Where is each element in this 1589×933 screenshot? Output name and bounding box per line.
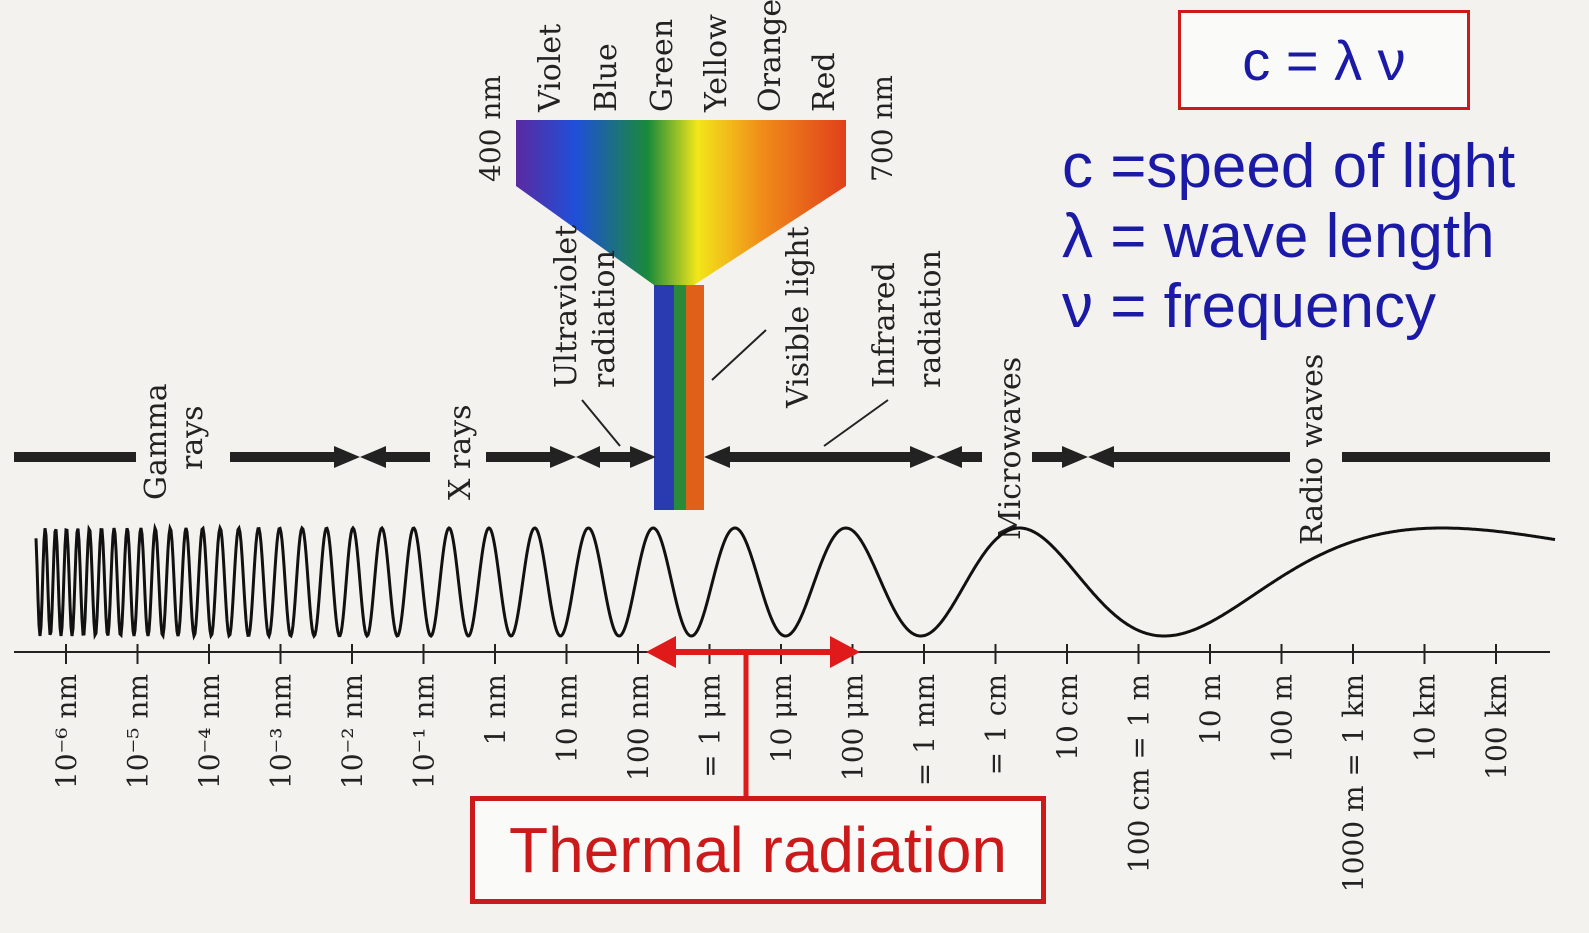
color-label: Violet xyxy=(533,24,568,113)
visible-beam-mid xyxy=(674,285,686,510)
visible-beam-right xyxy=(686,285,704,510)
scale-tick-label: 10 μm xyxy=(765,674,798,763)
bar-segment xyxy=(600,452,630,462)
arrow-head xyxy=(630,446,656,468)
scale-tick-label: = 1 cm xyxy=(980,674,1013,775)
bar-segment xyxy=(1032,452,1062,462)
formula-box: c = λ ν xyxy=(1178,10,1470,110)
visible-label: Visible light xyxy=(781,226,816,409)
wavelength-700: 700 nm xyxy=(866,75,899,182)
bar-segment xyxy=(730,452,910,462)
scale-tick-label: 10 km xyxy=(1409,674,1442,762)
bar-segment xyxy=(1342,452,1550,462)
color-label: Orange xyxy=(753,0,788,112)
uv-label-2: radiation xyxy=(587,250,622,388)
arrow-head xyxy=(360,446,386,468)
thermal-arrow-left xyxy=(646,636,676,668)
definition-c: c =speed of light xyxy=(1062,132,1516,201)
scale-tick-label: 10⁻⁶ nm xyxy=(50,674,83,789)
scale-tick-label: 10⁻⁵ nm xyxy=(122,674,155,789)
pointer-lines xyxy=(581,329,889,447)
arrow-head xyxy=(550,446,576,468)
em-wave xyxy=(34,522,1556,641)
bar-segment xyxy=(230,452,334,462)
visible-pointer xyxy=(711,329,767,381)
thermal-radiation-box: Thermal radiation xyxy=(470,796,1046,904)
arrow-head xyxy=(936,446,962,468)
scale-ticks: 10⁻⁶ nm 10⁻⁵ nm 10⁻⁴ nm 10⁻³ nm 10⁻² nm 10⁻¹ … xyxy=(50,644,1513,892)
ir-pointer xyxy=(823,399,889,447)
color-label: Yellow xyxy=(699,14,734,113)
scale-tick-label: 10⁻³ nm xyxy=(265,674,298,789)
ir-label-2: radiation xyxy=(913,250,948,388)
thermal-range xyxy=(646,636,860,798)
color-label: Blue xyxy=(589,43,624,112)
region-labels: Gamma rays X rays Ultraviolet radiation … xyxy=(139,225,1330,545)
definition-lambda: λ = wave length xyxy=(1062,202,1495,271)
wavelength-400: 400 nm xyxy=(474,75,507,182)
region-arrows xyxy=(14,446,1550,468)
scale-tick-label: 100 nm xyxy=(622,674,655,781)
scale-tick-label: 100 m xyxy=(1266,674,1299,763)
scale-tick-label: = 1 μm xyxy=(694,674,727,778)
arrow-head xyxy=(1088,446,1114,468)
scale-tick-label: 1 nm xyxy=(479,674,512,745)
scale-tick-label: 10⁻² nm xyxy=(336,674,369,789)
bar-segment xyxy=(486,452,550,462)
scale-tick-label: 100 cm = 1 m xyxy=(1123,674,1156,873)
arrow-head xyxy=(910,446,936,468)
scale-tick-label: = 1 mm xyxy=(908,674,941,786)
bar-segment xyxy=(14,452,136,462)
gamma-label-2: rays xyxy=(175,405,210,470)
visible-beam-left xyxy=(654,285,674,510)
arrow-head xyxy=(704,446,730,468)
xrays-label: X rays xyxy=(443,405,478,500)
bar-segment xyxy=(1114,452,1290,462)
radio-label: Radio waves xyxy=(1295,354,1330,545)
arrow-head xyxy=(576,446,600,468)
color-label: Red xyxy=(807,52,842,112)
definitions: c =speed of light λ = wave length ν = fr… xyxy=(1062,132,1515,342)
scale-tick-label: 10⁻⁴ nm xyxy=(193,674,226,789)
color-label: Green xyxy=(645,19,680,112)
arrow-head xyxy=(1062,446,1088,468)
visible-funnel xyxy=(516,120,846,510)
scale-tick-label: 10 nm xyxy=(551,674,584,763)
uv-pointer xyxy=(581,399,621,447)
thermal-arrow-right xyxy=(830,636,860,668)
bar-segment xyxy=(962,452,982,462)
ir-label: Infrared xyxy=(867,262,902,388)
formula-text: c = λ ν xyxy=(1242,28,1406,92)
scale-tick-label: 10 cm xyxy=(1051,674,1084,761)
scale-tick-label: 100 km xyxy=(1480,674,1513,780)
scale-tick-label: 1000 m = 1 km xyxy=(1337,674,1370,892)
thermal-radiation-label: Thermal radiation xyxy=(509,814,1007,886)
bar-segment xyxy=(386,452,430,462)
gamma-label: Gamma xyxy=(139,383,174,500)
uv-label: Ultraviolet xyxy=(549,225,584,388)
arrow-head xyxy=(334,446,360,468)
microwaves-label: Microwaves xyxy=(993,357,1028,540)
scale-tick-label: 100 μm xyxy=(837,674,870,781)
scale-tick-label: 10 m xyxy=(1194,674,1227,745)
definition-nu: ν = frequency xyxy=(1062,272,1436,341)
scale-tick-label: 10⁻¹ nm xyxy=(408,674,441,789)
color-labels: Violet Blue Green Yellow Orange Red 400 … xyxy=(474,0,899,182)
